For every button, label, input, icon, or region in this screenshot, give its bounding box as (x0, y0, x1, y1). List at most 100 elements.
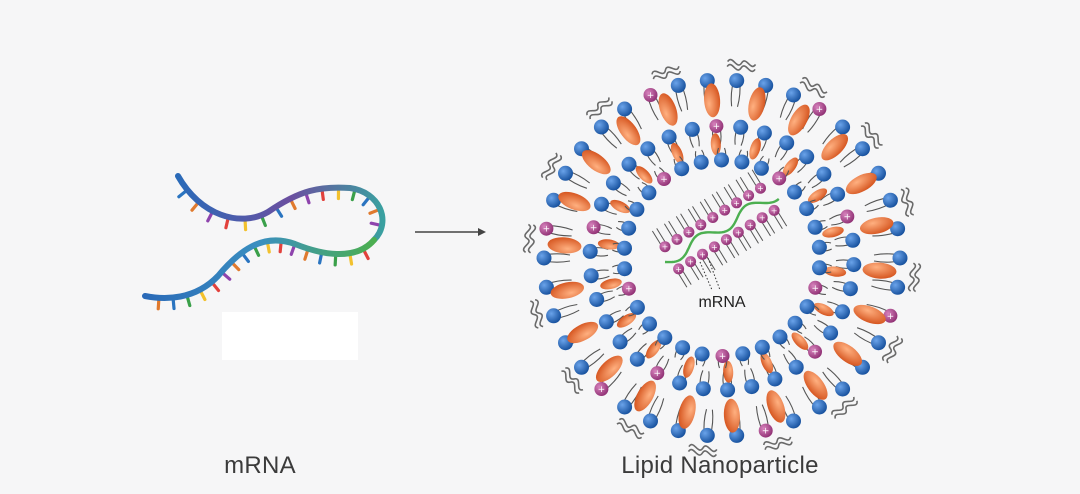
cholesterol (748, 87, 766, 121)
lipid-head (799, 299, 815, 315)
cholesterol (595, 355, 623, 383)
ionizable-lipid-head (731, 197, 743, 209)
lipid-head (835, 304, 850, 320)
peg-lipid (726, 58, 757, 73)
cholesterol (547, 237, 582, 254)
peg-lipid (799, 76, 828, 99)
core-mrna-strand (664, 197, 780, 264)
ionizable-lipid-head (755, 182, 766, 194)
cholesterol (782, 157, 799, 177)
nucleotide-base (289, 199, 297, 211)
nucleotide-base (222, 272, 232, 281)
cholesterol (597, 239, 620, 250)
lipid-head (871, 335, 886, 351)
lipid-head (589, 292, 605, 307)
peg-lipid (687, 443, 718, 458)
lipid-head (558, 165, 573, 181)
plus-icon: + (745, 192, 752, 201)
lipid-head (846, 257, 862, 273)
peg-lipid (900, 187, 915, 218)
lipid-head (786, 87, 801, 103)
ionizable-lipid-head (744, 219, 756, 231)
plus-icon: + (762, 427, 770, 437)
cholesterol (749, 138, 761, 160)
plus-icon: + (757, 184, 764, 193)
lipid-head (767, 371, 783, 387)
peg-lipid (907, 262, 922, 293)
plus-icon: + (662, 243, 669, 252)
lipid-head (674, 161, 690, 177)
lipid-head (842, 281, 858, 297)
lipid-head (830, 186, 846, 202)
ionizable-lipid-head (685, 256, 697, 268)
lipid-head (684, 121, 700, 137)
lipid-head (629, 299, 645, 315)
lipid-head (617, 261, 633, 277)
lipid-head (786, 413, 801, 429)
inner-lipid-layer: + + + + + + + + + + (582, 119, 862, 398)
cholesterol (766, 390, 786, 423)
cholesterol (723, 360, 734, 383)
outer-lipid-layer: + + + + + + (536, 73, 908, 443)
lipid-head (641, 185, 657, 201)
nucleotide-base (190, 202, 199, 212)
plus-icon: + (697, 221, 704, 230)
ionizable-lipid-head (707, 212, 719, 223)
ionizable-lipid-head (743, 190, 755, 201)
cholesterol (567, 321, 599, 344)
cholesterol (821, 133, 849, 161)
lipid-head (714, 152, 729, 168)
ionizable-lipid-head (586, 220, 601, 235)
lipid-head (593, 119, 609, 135)
lipid-head (657, 330, 673, 346)
lipid-nanoparticle-illustration: ++++++ ++++++++++ ++++++++++++++++++ mRN… (522, 58, 922, 458)
cholesterol (862, 262, 897, 279)
mrna-strand-illustration (142, 173, 386, 311)
lipid-head (772, 329, 788, 345)
lipid-head (661, 129, 677, 145)
ionizable-lipid-head (732, 226, 744, 238)
nucleotide-base (303, 249, 309, 261)
plus-icon: + (812, 284, 820, 294)
ionizable-lipid-head (683, 226, 695, 238)
arrow-right-icon (415, 228, 486, 236)
plus-icon: + (590, 223, 598, 233)
cholesterol (807, 188, 828, 204)
cholesterol (853, 304, 886, 325)
nucleotide-base (177, 190, 187, 199)
cholesterol (658, 93, 678, 126)
ionizable-lipid-head (695, 219, 707, 231)
lipid-head (536, 250, 552, 266)
lipid-head (744, 379, 760, 395)
lipid-head (594, 196, 609, 212)
peg-lipids (522, 58, 922, 458)
ionizable-lipid-head (812, 102, 827, 116)
cholesterol (822, 226, 844, 238)
lipid-head (546, 192, 562, 208)
cholesterol (859, 217, 894, 235)
lipid-head (538, 279, 554, 295)
nucleotide-base (242, 253, 250, 264)
nucleotide-base (253, 246, 261, 257)
plus-icon: + (625, 285, 633, 295)
cholesterol (600, 278, 622, 290)
cholesterol (788, 104, 810, 136)
lipid-head (617, 399, 633, 415)
cholesterol (645, 339, 662, 359)
lipid-head (787, 315, 803, 331)
plus-icon: + (735, 228, 742, 237)
lipid-head (598, 314, 614, 330)
lipid-head (693, 154, 709, 170)
plus-icon: + (747, 221, 754, 230)
cholesterol (610, 199, 631, 214)
blank-patch (222, 312, 358, 360)
plus-icon: + (733, 199, 740, 208)
lipid-head (583, 268, 599, 284)
ionizable-lipid-head (808, 344, 822, 359)
cholesterol (845, 172, 877, 195)
ionizable-lipid-head (673, 263, 685, 275)
cholesterol (634, 380, 656, 412)
lipid-head (672, 375, 688, 391)
lipid-head (699, 427, 715, 443)
